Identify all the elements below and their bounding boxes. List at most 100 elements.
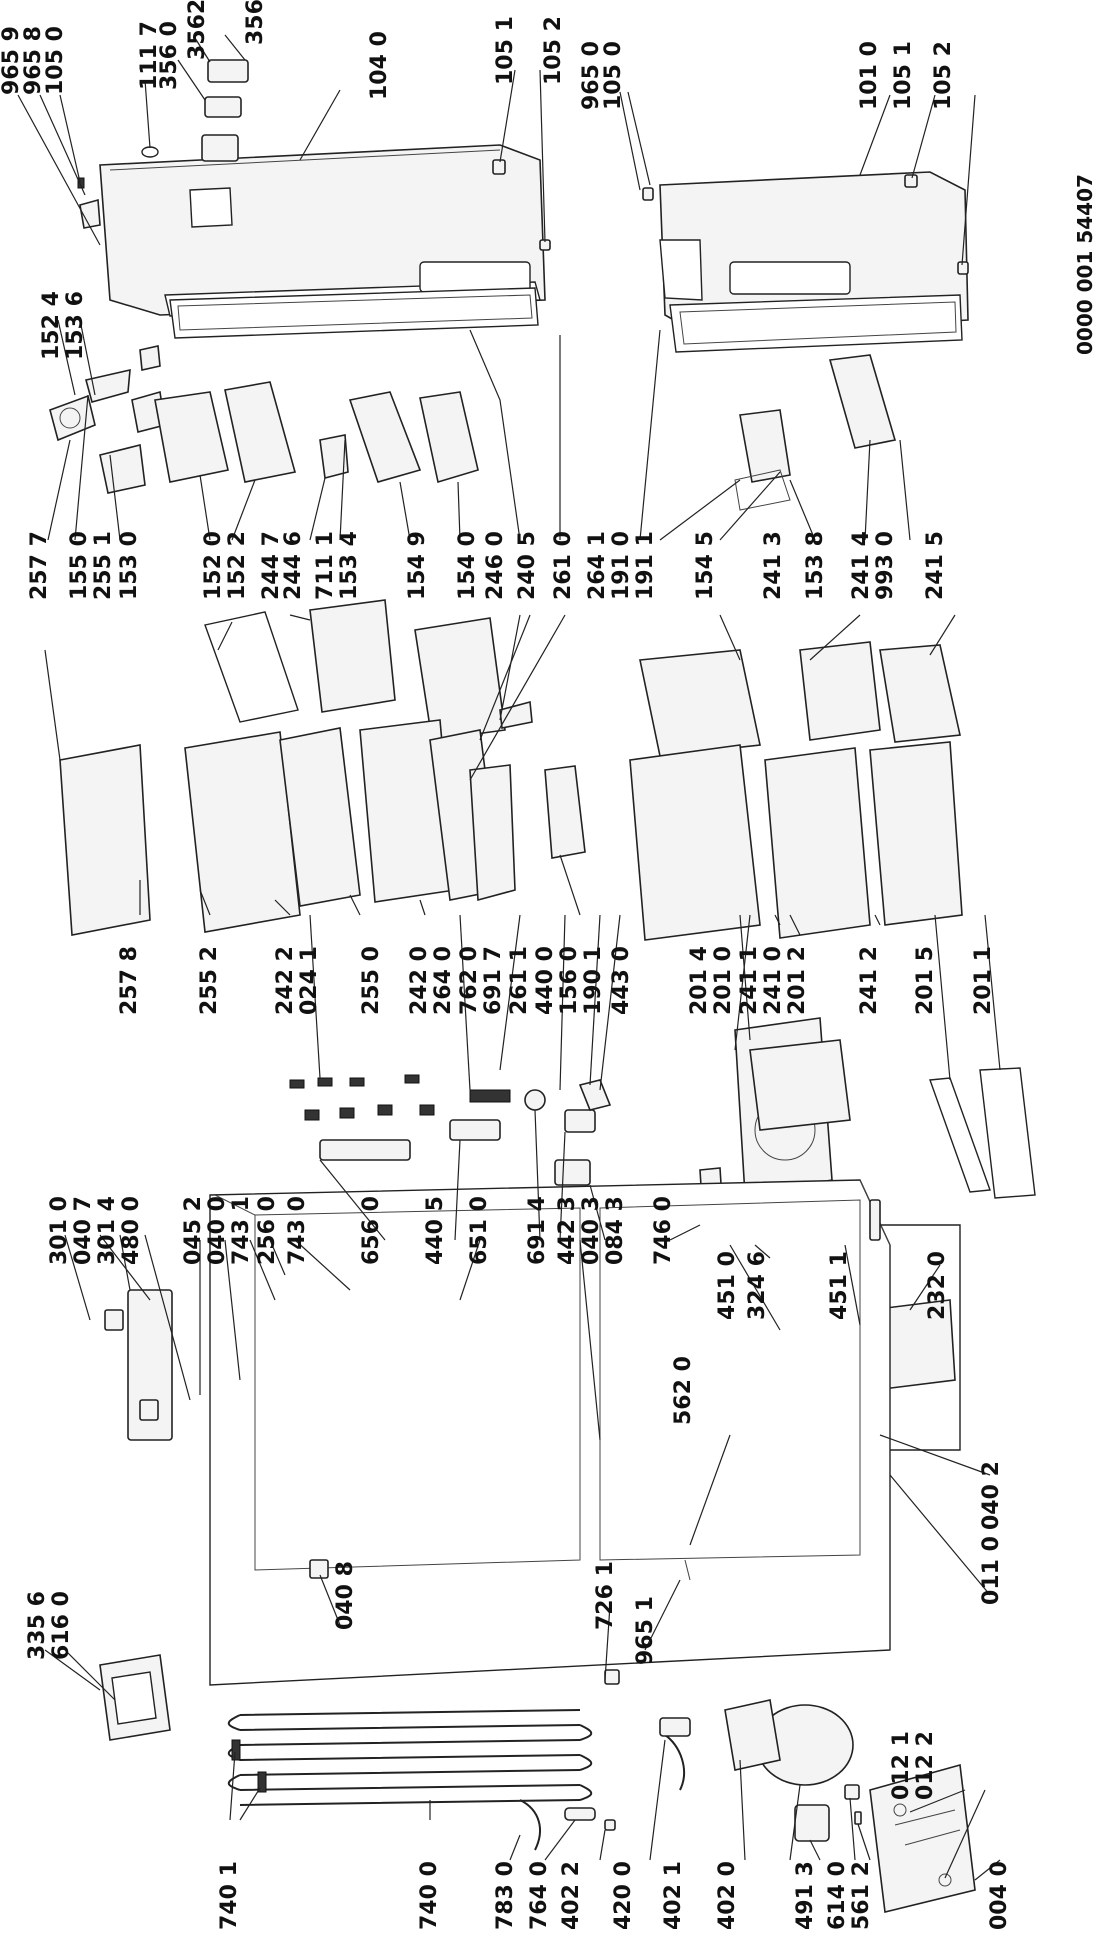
condenser-740 xyxy=(227,1709,593,1806)
callout-label: 024 1 xyxy=(297,946,322,1015)
callout-label: 105 1 xyxy=(891,41,916,110)
callout-label: 011 0 xyxy=(979,1536,1004,1605)
callout-label: 242 0 xyxy=(407,946,432,1015)
callout-label: 783 0 xyxy=(493,1861,518,1930)
callout-label: 105 0 xyxy=(43,26,68,95)
callout-label: 241 3 xyxy=(761,531,786,600)
callout-label: 241 2 xyxy=(857,946,882,1015)
callout-label: 105 1 xyxy=(493,16,518,85)
callout-label: 420 0 xyxy=(611,1861,636,1930)
callout-label: 153 4 xyxy=(337,531,362,600)
callout-label: 244 7 xyxy=(259,531,284,600)
callout-label: 246 0 xyxy=(483,531,508,600)
callout-label: 105 0 xyxy=(601,41,626,110)
callout-label: 356 0 xyxy=(157,21,182,90)
callout-label: 443 0 xyxy=(609,946,634,1015)
callout-label: 740 1 xyxy=(217,1861,242,1930)
small-parts-tray-656 xyxy=(289,1074,612,1186)
callout-label: 440 0 xyxy=(533,946,558,1015)
callout-label: 764 0 xyxy=(527,1861,552,1930)
base-plate-004 xyxy=(869,1763,976,1913)
callout-label: 3562 xyxy=(185,0,210,60)
callout-label: 012 1 xyxy=(889,1731,914,1800)
callout-label: 451 0 xyxy=(715,1251,740,1320)
callout-label: 442 3 xyxy=(555,1196,580,1265)
callout-label: 451 1 xyxy=(827,1251,852,1320)
callout-label: 004 0 xyxy=(987,1861,1012,1930)
callout-label: 261 0 xyxy=(551,531,576,600)
callout-label: 154 0 xyxy=(455,531,480,600)
callout-label: 691 7 xyxy=(481,946,506,1015)
callout-label: 101 0 xyxy=(857,41,882,110)
callout-label: 104 0 xyxy=(367,31,392,100)
callout-label: 264 0 xyxy=(431,946,456,1015)
callout-label: 256 0 xyxy=(255,1196,280,1265)
callout-label: 255 0 xyxy=(359,946,384,1015)
fridge-door-101 xyxy=(642,171,969,353)
callout-label: 257 8 xyxy=(117,946,142,1015)
callout-label: 264 1 xyxy=(585,531,610,600)
top-hinge-parts xyxy=(77,59,551,371)
document-number: 0000 001 54407 xyxy=(1073,174,1097,355)
callout-label: 154 5 xyxy=(693,531,718,600)
callout-label: 562 0 xyxy=(671,1356,696,1425)
callout-label: 040 0 xyxy=(205,1196,230,1265)
callout-label: 232 0 xyxy=(925,1251,950,1320)
callout-label: 153 6 xyxy=(63,291,88,360)
door-shelves-row xyxy=(49,354,897,511)
callout-label: 301 4 xyxy=(95,1196,120,1265)
freezer-drawers-shelves xyxy=(59,599,586,936)
callout-label: 084 3 xyxy=(603,1196,628,1265)
callout-label: 614 0 xyxy=(825,1861,850,1930)
callout-label: 201 4 xyxy=(687,946,712,1015)
callout-label: 153 0 xyxy=(117,531,142,600)
callout-label: 154 9 xyxy=(405,531,430,600)
callout-label: 152 2 xyxy=(225,531,250,600)
callout-label: 040 8 xyxy=(333,1561,358,1630)
callout-label: 241 0 xyxy=(761,946,786,1015)
callout-label: 993 0 xyxy=(873,531,898,600)
callout-label: 152 0 xyxy=(201,531,226,600)
callout-label: 153 8 xyxy=(803,531,828,600)
callout-label: 241 5 xyxy=(923,531,948,600)
callout-label: 356 1 xyxy=(243,0,268,45)
callout-label: 656 0 xyxy=(359,1196,384,1265)
callout-label: 324 6 xyxy=(745,1251,770,1320)
callout-label: 691 4 xyxy=(525,1196,550,1265)
callout-label: 152 4 xyxy=(39,291,64,360)
callout-label: 402 1 xyxy=(661,1861,686,1930)
callout-label: 105 2 xyxy=(931,41,956,110)
callout-label: 201 1 xyxy=(971,946,996,1015)
callout-label: 241 1 xyxy=(737,946,762,1015)
callout-label: 965 0 xyxy=(579,41,604,110)
callout-label: 105 2 xyxy=(541,16,566,85)
callout-label: 746 0 xyxy=(651,1196,676,1265)
callout-label: 402 2 xyxy=(559,1861,584,1930)
callout-label: 111 7 xyxy=(137,21,162,90)
callout-label: 040 3 xyxy=(579,1196,604,1265)
callout-label: 440 5 xyxy=(423,1196,448,1265)
callout-label: 045 2 xyxy=(181,1196,206,1265)
callout-label: 201 2 xyxy=(785,946,810,1015)
callout-label: 241 4 xyxy=(849,531,874,600)
callout-label: 155 0 xyxy=(67,531,92,600)
callout-label: 040 7 xyxy=(71,1196,96,1265)
callout-label: 726 1 xyxy=(593,1561,618,1630)
callout-label: 616 0 xyxy=(49,1591,74,1660)
callout-label: 244 6 xyxy=(281,531,306,600)
callout-label: 240 5 xyxy=(515,531,540,600)
fridge-crispers-covers xyxy=(629,641,1036,1203)
callout-label: 261 1 xyxy=(507,946,532,1015)
callout-label: 711 1 xyxy=(313,531,338,600)
compressor-402 xyxy=(519,1669,862,1851)
callout-label: 191 0 xyxy=(609,531,634,600)
callout-label: 480 0 xyxy=(119,1196,144,1265)
callout-label: 190 1 xyxy=(581,946,606,1015)
cabinet-body xyxy=(209,1179,891,1686)
callout-label: 201 0 xyxy=(711,946,736,1015)
callout-label: 257 7 xyxy=(27,531,52,600)
freezer-door-gasket xyxy=(169,287,539,339)
callout-label: 255 1 xyxy=(91,531,116,600)
